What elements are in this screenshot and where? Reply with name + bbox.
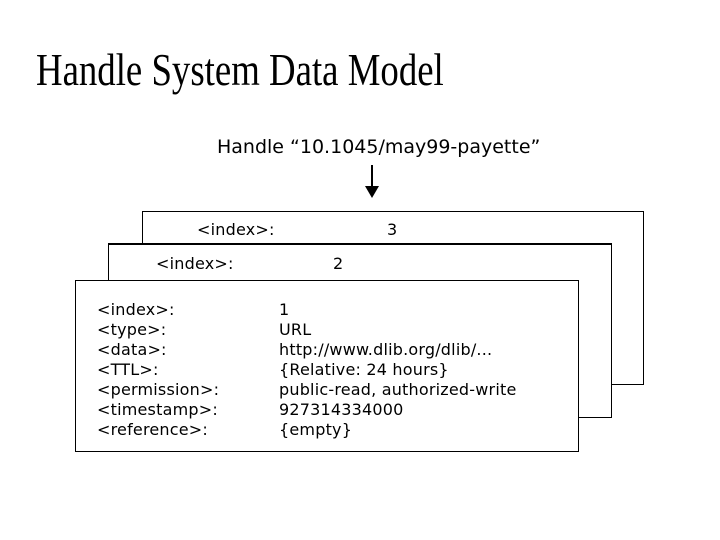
field-value: 927314334000 <box>279 400 404 419</box>
field-label: <permission>: <box>97 380 220 399</box>
field-label: <data>: <box>97 340 167 359</box>
field-value: 2 <box>333 254 344 273</box>
handle-name-label: Handle “10.1045/may99-payette” <box>217 136 541 158</box>
field-value: public-read, authorized-write <box>279 380 517 399</box>
field-label: <TTL>: <box>97 360 159 379</box>
field-value: {Relative: 24 hours} <box>279 360 449 379</box>
record-field-row: <permission>: public-read, authorized-wr… <box>76 380 578 400</box>
field-value: 1 <box>279 300 290 319</box>
field-value: {empty} <box>279 420 353 439</box>
record-field-row: <type>: URL <box>76 320 578 340</box>
record-field-row: <TTL>: {Relative: 24 hours} <box>76 360 578 380</box>
record-field-row: <data>: http://www.dlib.org/dlib/... <box>76 340 578 360</box>
field-label: <timestamp>: <box>97 400 218 419</box>
down-arrow-shaft <box>371 165 373 187</box>
record-field-row: <reference>: {empty} <box>76 420 578 440</box>
record-field-row: <index>: 1 <box>76 300 578 320</box>
field-value: 3 <box>387 220 398 239</box>
field-value: http://www.dlib.org/dlib/... <box>279 340 493 359</box>
field-label: <reference>: <box>97 420 209 439</box>
handle-record-card-index-1: <index>: 1 <type>: URL <data>: http://ww… <box>75 280 579 452</box>
down-arrow-head <box>365 186 379 198</box>
record-field-row: <timestamp>: 927314334000 <box>76 400 578 420</box>
page-title: Handle System Data Model <box>36 44 444 95</box>
field-label: <index>: <box>97 300 175 319</box>
field-label: <index>: <box>156 254 234 273</box>
field-value: URL <box>279 320 312 339</box>
field-label: <type>: <box>97 320 167 339</box>
field-label: <index>: <box>197 220 275 239</box>
